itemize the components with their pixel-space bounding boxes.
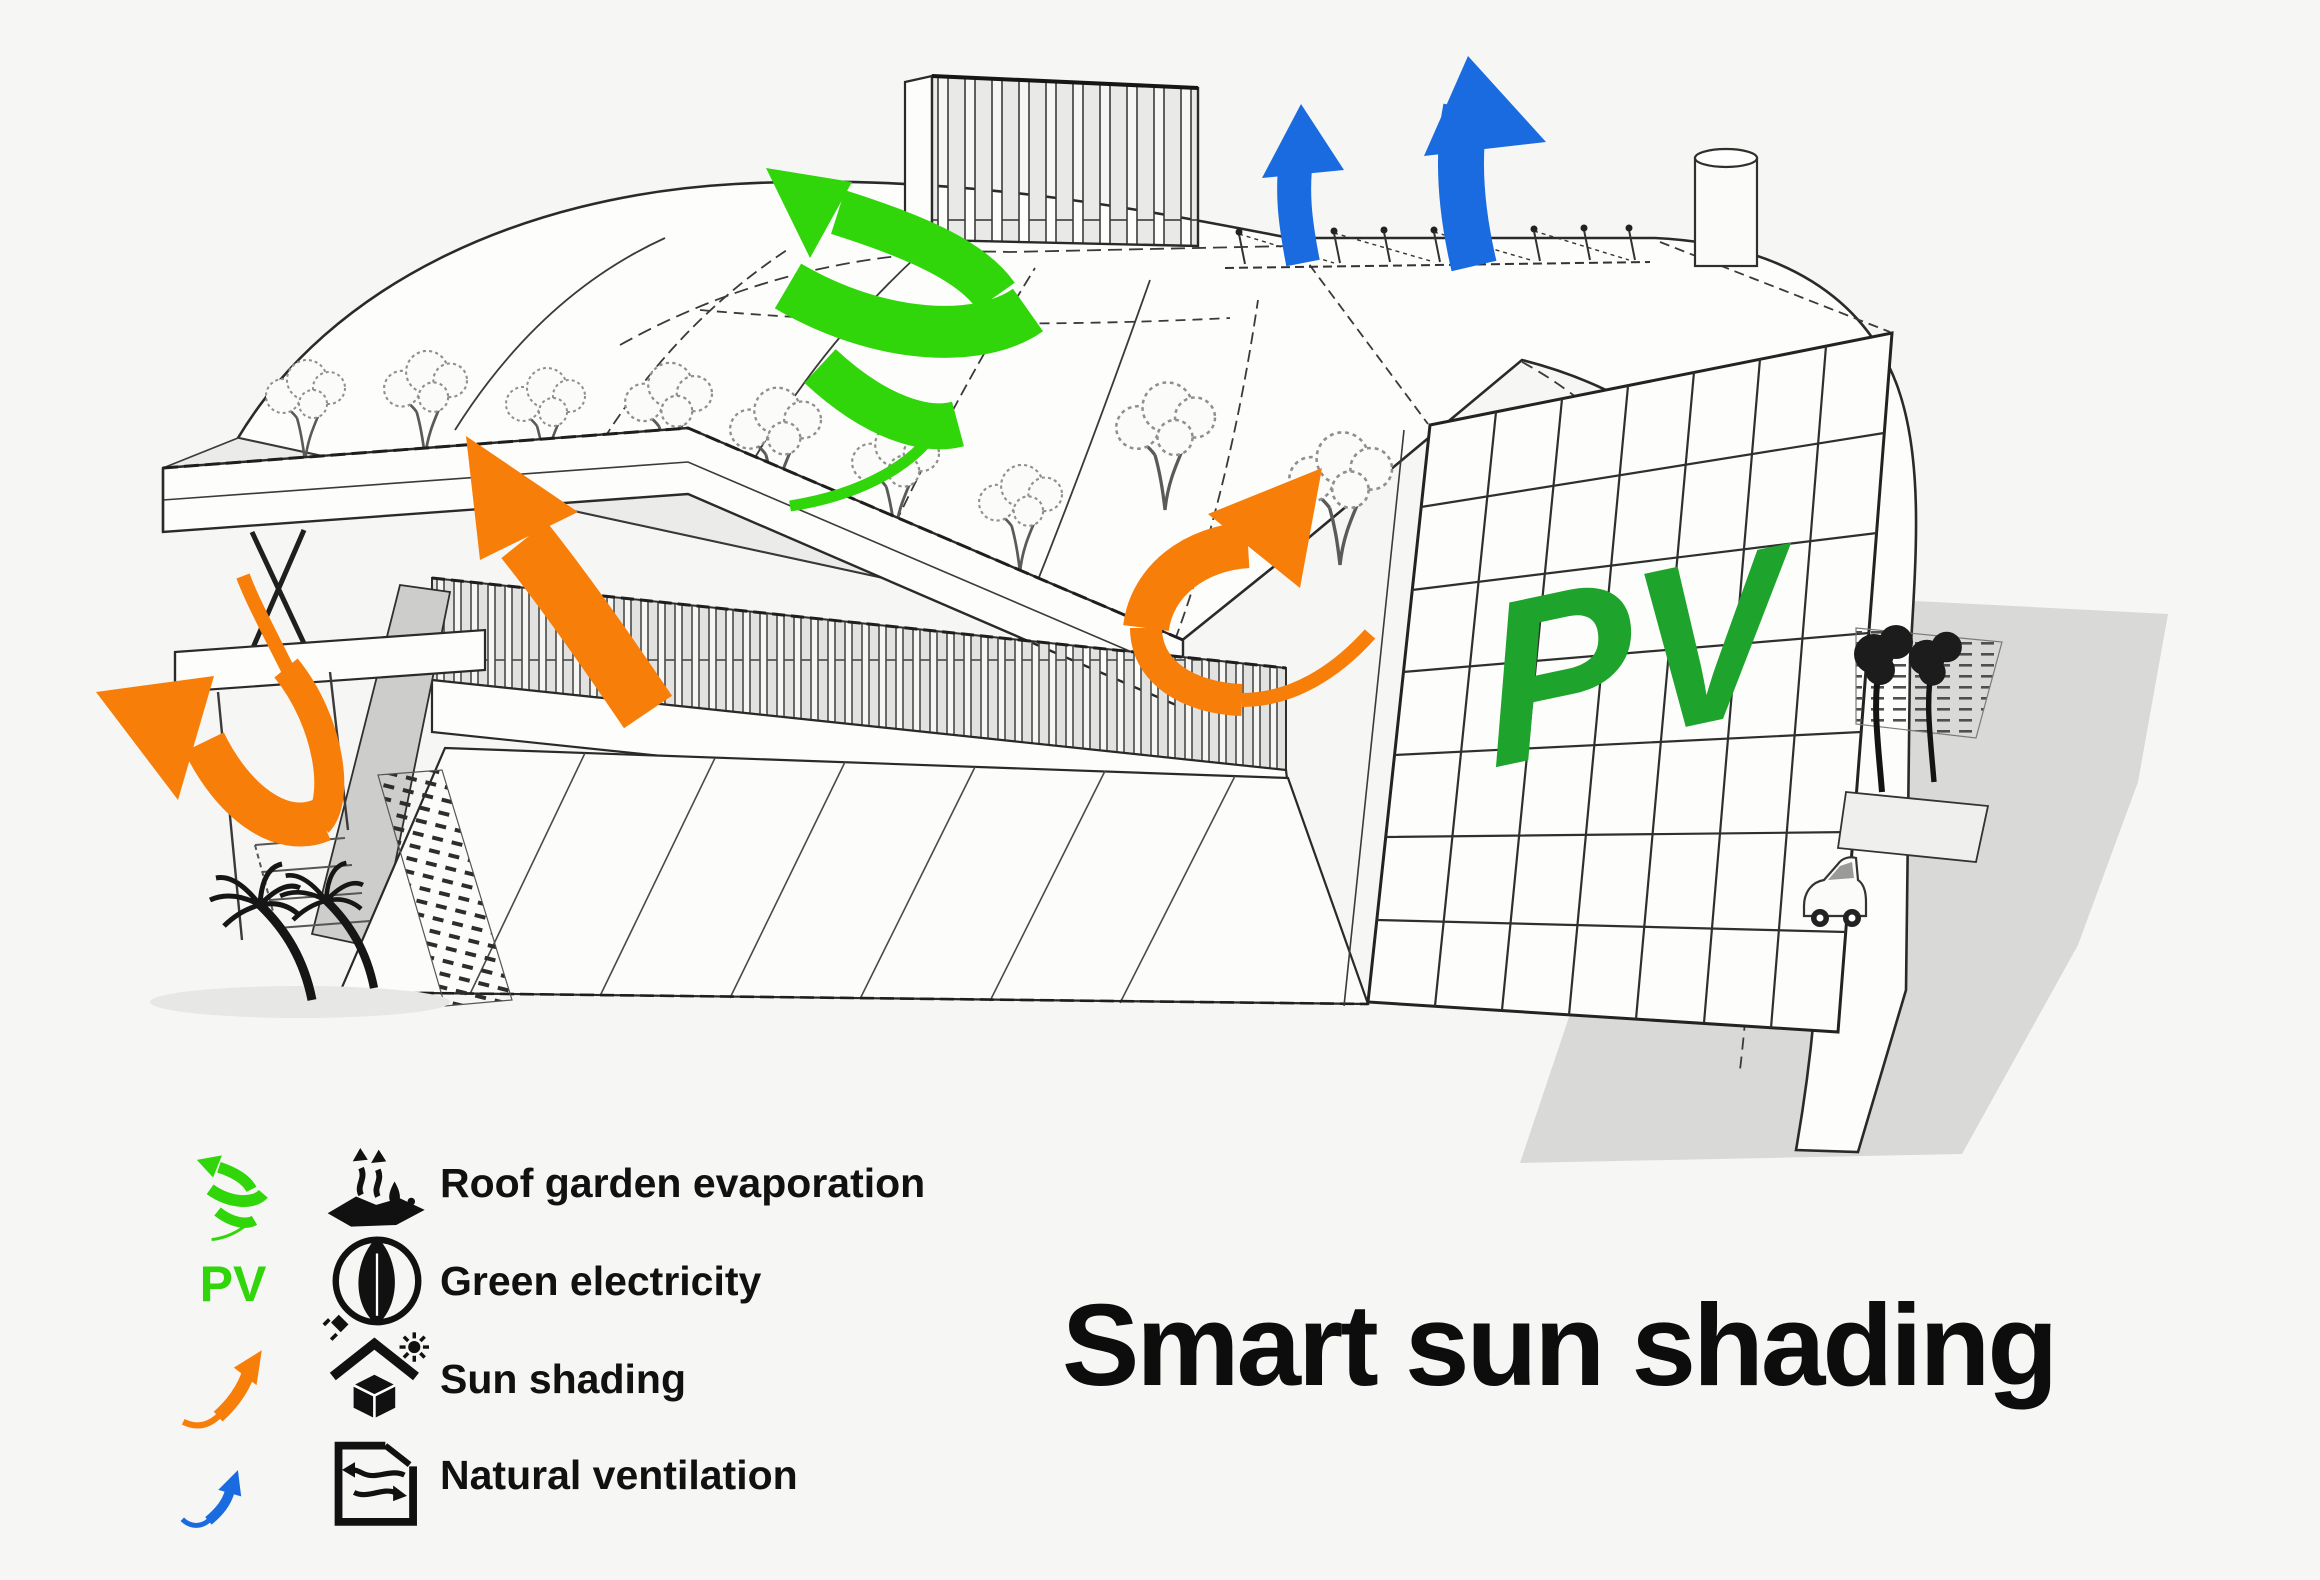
page-title: Smart sun shading (1062, 1280, 2058, 1410)
planter-box (1836, 791, 1990, 863)
pv-wall: PV (1343, 331, 1894, 1034)
cross-brace (249, 529, 311, 654)
legend-item-label: Natural ventilation (440, 1452, 798, 1498)
blue-arrow-small (1262, 104, 1344, 267)
orange-arrow-right (1123, 468, 1376, 716)
paved-walkway (377, 769, 513, 1007)
legend-item-label: Green electricity (440, 1258, 762, 1304)
site-landscape (1836, 625, 2003, 863)
pv-mini-text: PV (199, 1256, 267, 1312)
orange-curved-arrow-icon (170, 1338, 282, 1434)
car (1802, 856, 1868, 927)
leaf-plug-icon (312, 1236, 442, 1341)
green-spiral-arrow-icon (178, 1148, 288, 1244)
orange-arrow-middle (466, 436, 673, 729)
orange-arrow-left (96, 573, 345, 847)
evaporation-ground-icon (312, 1148, 442, 1240)
pv-grid (1376, 345, 1885, 1029)
palm-trees (150, 863, 450, 1018)
legend-item-label: Roof garden evaporation (440, 1160, 926, 1206)
blue-wavy-arrow-icon (168, 1444, 280, 1534)
legend-item-label: Sun shading (440, 1356, 686, 1402)
rooftop-panel-array (903, 74, 1200, 248)
blue-arrow-large (1424, 56, 1546, 272)
pv-text-icon: PV (178, 1252, 288, 1316)
house-sun-cube-icon (312, 1328, 442, 1432)
rooftop-cylinder (1693, 147, 1759, 268)
green-spiral-arrow (766, 168, 1044, 512)
green-spiral-arrowhead (766, 168, 852, 258)
window-airflow-icon (316, 1430, 446, 1534)
pv-frame-line (1343, 429, 1405, 1007)
base-plinth (338, 746, 1370, 1006)
